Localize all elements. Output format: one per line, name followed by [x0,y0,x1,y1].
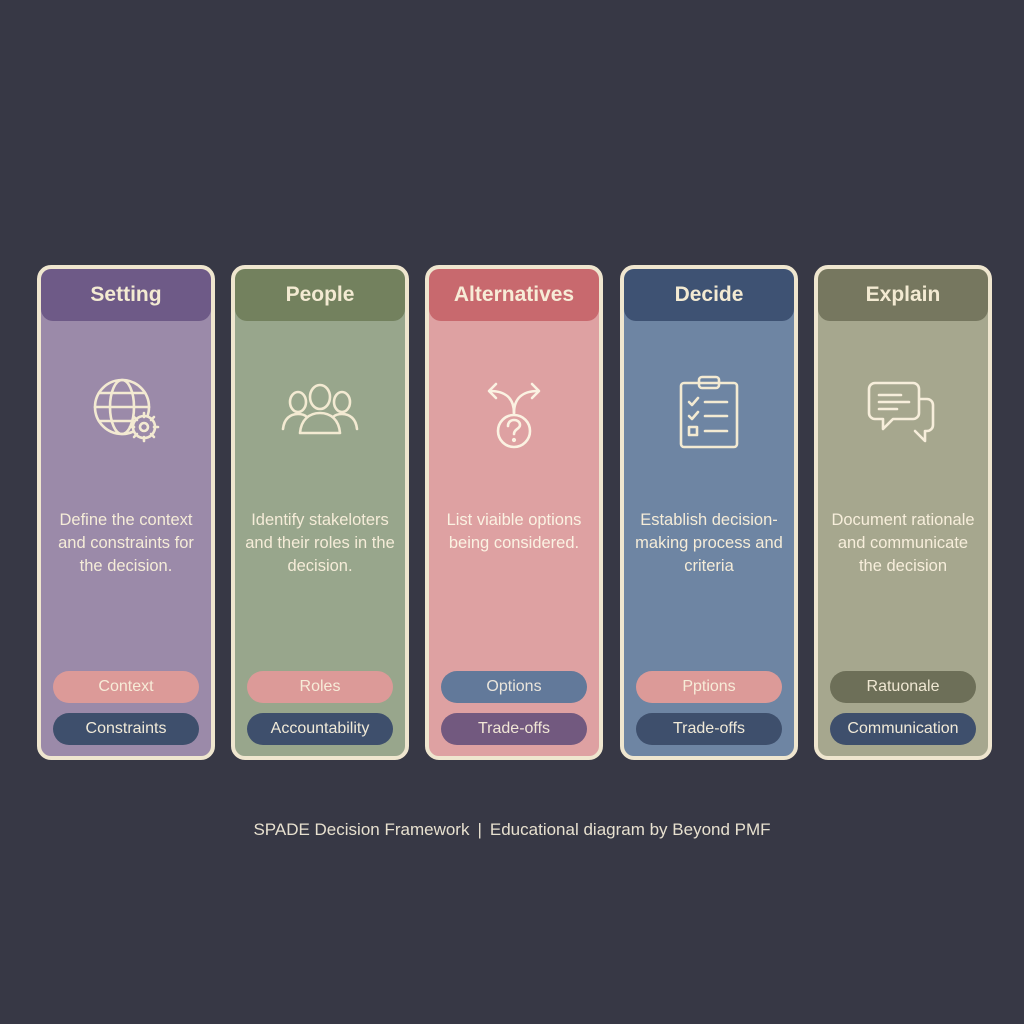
card-people: People Identify stakeloters and their ro… [231,265,409,760]
clipboard-checklist-icon [667,369,751,453]
tag-options: Options [441,671,587,703]
card-title: Decide [624,269,794,321]
card-setting: Setting Define the context and constrain… [37,265,215,760]
tag-trade-offs: Trade-offs [636,713,782,745]
card-description: Define the context and constraints for t… [58,511,194,575]
tag-ratuonale: Ratuonale [830,671,976,703]
branching-question-icon [472,369,556,453]
tag-roles: Roles [247,671,393,703]
caption-title: SPADE Decision Framework [253,820,470,839]
card-title: People [235,269,405,321]
card-title: Setting [41,269,211,321]
tag-communication: Communication [830,713,976,745]
card-explain: Explain Document rationale and communica… [814,265,992,760]
tag-context: Context [53,671,199,703]
tag-constraints: Constraints [53,713,199,745]
caption: SPADE Decision Framework | Educational dia… [0,820,1024,840]
card-alternatives: Alternatives List viaible options being … [425,265,603,760]
tag-trade-offs: Trade-offs [441,713,587,745]
card-decide: Decide Establish decision-making process… [620,265,798,760]
people-group-icon [278,369,362,453]
card-description: Identify stakeloters and their roles in … [245,511,395,575]
card-title: Explain [818,269,988,321]
caption-separator: | [477,820,482,839]
speech-bubbles-icon [861,369,945,453]
caption-credit: Educational diagram by Beyond PMF [489,820,771,839]
card-description: Establish decision-making process and cr… [635,511,783,575]
globe-gear-icon [84,369,168,453]
tag-pptions: Pptions [636,671,782,703]
tag-accountability: Accountability [247,713,393,745]
card-title: Alternatives [429,269,599,321]
card-description: Document rationale and communicate the d… [831,511,975,575]
card-description: List viaible options being considered. [446,511,582,552]
